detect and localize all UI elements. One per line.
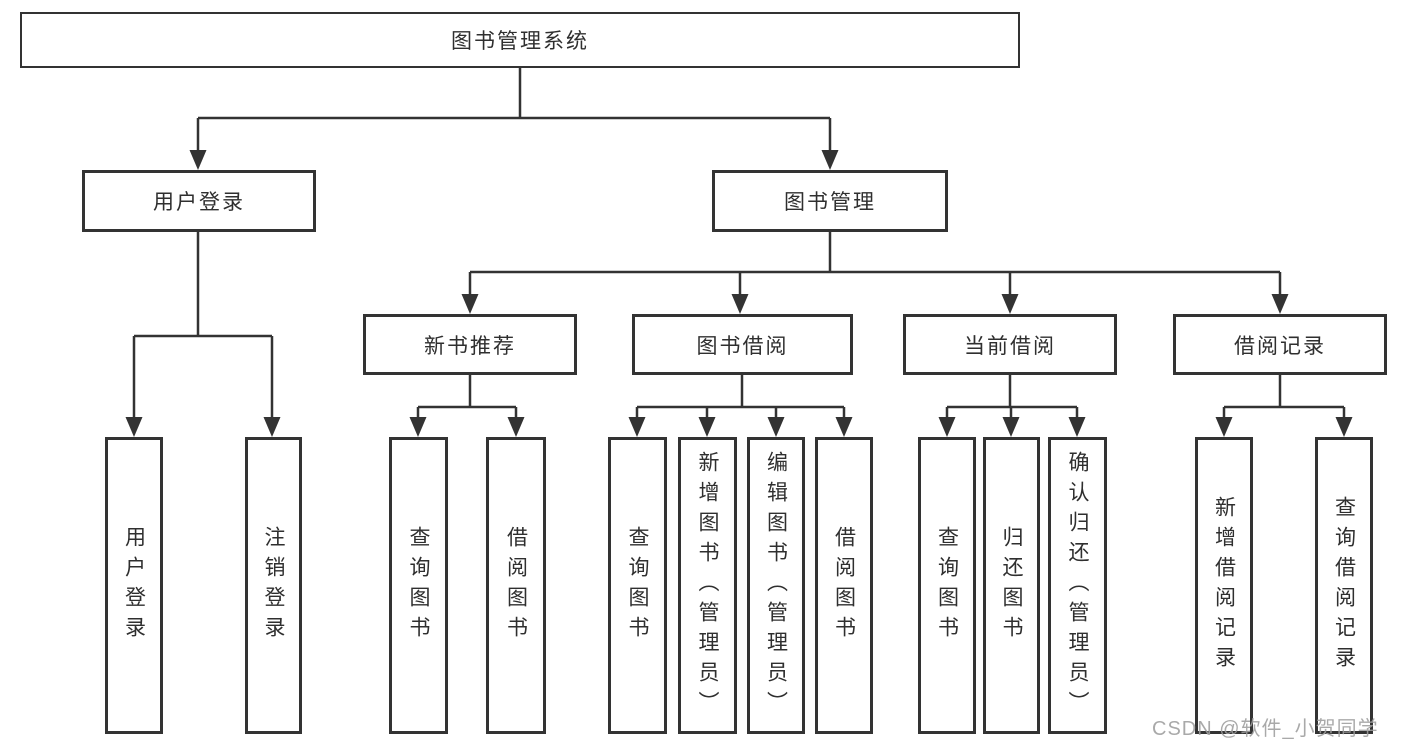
leaf-label: 查询图书 <box>935 525 959 646</box>
leaf-query-books-borrow: 查询图书 <box>608 437 667 734</box>
leaf-query-books-recommend: 查询图书 <box>389 437 448 734</box>
node-book-management-branch: 图书管理 <box>712 170 948 232</box>
leaf-label: 注销登录 <box>262 525 285 646</box>
leaf-borrow-books: 借阅图书 <box>815 437 873 734</box>
leaf-edit-books-admin: 编辑图书（管理员） <box>747 437 805 734</box>
leaf-label: 确认归还（管理员） <box>1066 450 1089 721</box>
leaf-borrow-books-recommend: 借阅图书 <box>486 437 546 734</box>
leaf-label: 用户登录 <box>122 525 146 646</box>
leaf-add-books-admin: 新增图书（管理员） <box>678 437 737 734</box>
node-book-management-system: 图书管理系统 <box>20 12 1020 68</box>
leaf-return-books: 归还图书 <box>983 437 1040 734</box>
leaf-label: 编辑图书（管理员） <box>764 450 788 721</box>
leaf-user-login: 用户登录 <box>105 437 163 734</box>
leaf-label: 新增图书（管理员） <box>696 450 719 721</box>
node-label: 用户登录 <box>153 191 245 214</box>
node-user-login-branch: 用户登录 <box>82 170 316 232</box>
leaf-label: 查询借阅记录 <box>1332 495 1356 676</box>
arrowheads <box>125 150 1353 437</box>
node-new-book-recommend: 新书推荐 <box>363 314 577 375</box>
leaf-label: 归还图书 <box>1000 525 1023 646</box>
leaf-query-borrow-record: 查询借阅记录 <box>1315 437 1373 734</box>
node-label: 当前借阅 <box>964 334 1056 358</box>
csdn-watermark: CSDN @软件_小贺同学 <box>1152 718 1379 740</box>
leaf-label: 查询图书 <box>626 525 649 646</box>
leaf-add-borrow-record: 新增借阅记录 <box>1195 437 1253 734</box>
node-label: 图书管理 <box>784 191 876 214</box>
node-label: 图书借阅 <box>696 334 789 358</box>
leaf-logout: 注销登录 <box>245 437 302 734</box>
leaf-label: 借阅图书 <box>832 525 856 646</box>
leaf-query-books-current: 查询图书 <box>918 437 976 734</box>
node-label: 新书推荐 <box>424 334 516 358</box>
leaf-confirm-return-admin: 确认归还（管理员） <box>1048 437 1107 734</box>
node-label: 图书管理系统 <box>451 30 589 53</box>
node-borrow-records: 借阅记录 <box>1173 314 1387 375</box>
node-label: 借阅记录 <box>1234 334 1326 358</box>
leaf-label: 新增借阅记录 <box>1212 495 1236 676</box>
node-book-borrow: 图书借阅 <box>632 314 853 375</box>
leaf-label: 借阅图书 <box>504 525 528 646</box>
node-current-borrow: 当前借阅 <box>903 314 1117 375</box>
leaf-label: 查询图书 <box>407 525 430 646</box>
